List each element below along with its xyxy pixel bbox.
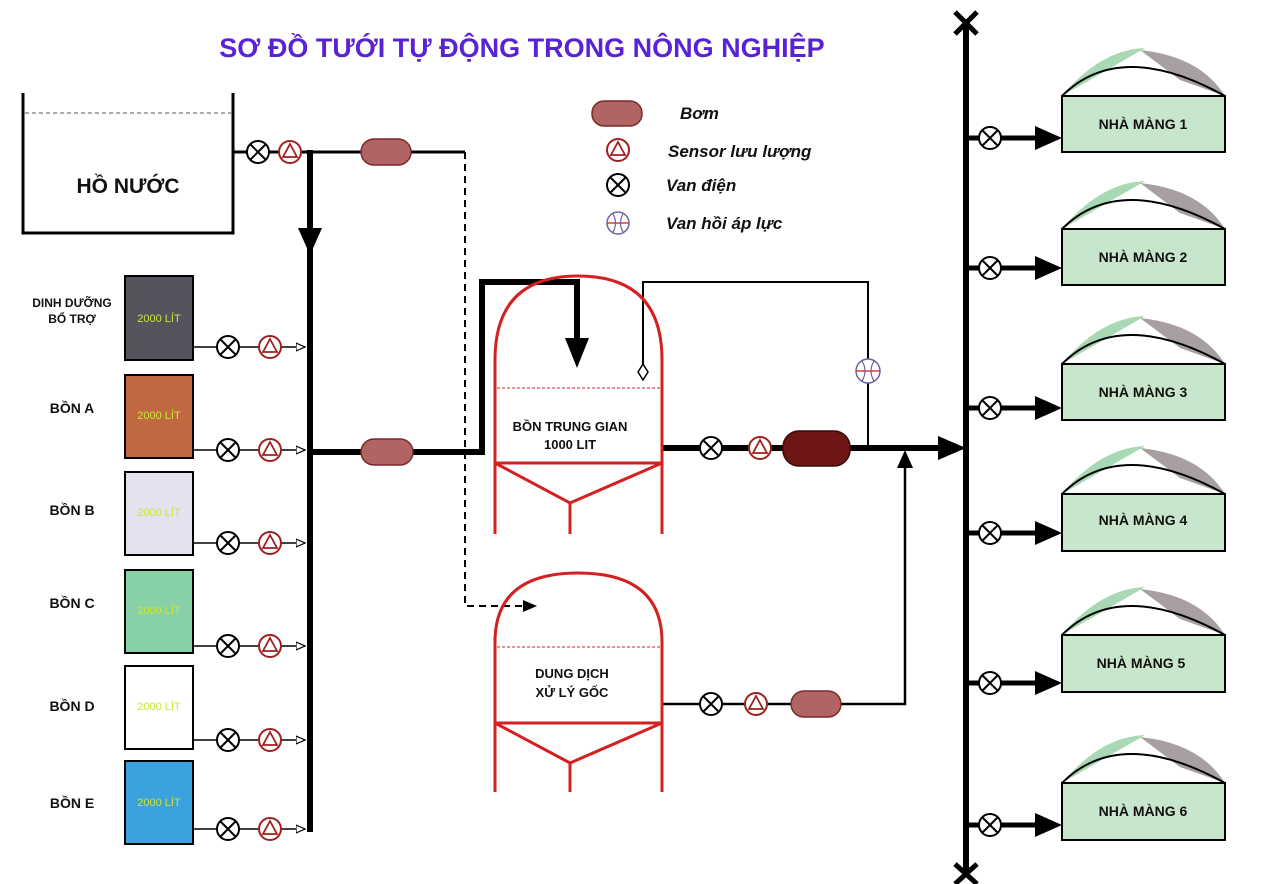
solenoid-valve-icon (978, 126, 1002, 150)
mixing-tank: BỒN TRUNG GIAN 1000 LIT (493, 274, 664, 534)
greenhouse-label: NHÀ MÀNG 1 (1099, 116, 1188, 132)
nutrient-tank: 2000 LÍT BỒN D (49, 665, 194, 750)
greenhouse-label: NHÀ MÀNG 4 (1099, 512, 1188, 528)
greenhouse: NHÀ MÀNG 4 (966, 446, 1226, 552)
solenoid-valve-icon (216, 817, 240, 841)
greenhouse: NHÀ MÀNG 1 (966, 48, 1226, 153)
tank-capacity: 2000 LÍT (137, 796, 181, 809)
solenoid-valve-icon (978, 396, 1002, 420)
greenhouse-label: NHÀ MÀNG 6 (1099, 803, 1188, 819)
greenhouse-label: NHÀ MÀNG 5 (1097, 655, 1186, 671)
tank-label: BỒN E (50, 794, 94, 811)
greenhouse: NHÀ MÀNG 3 (966, 316, 1226, 421)
flow-sensor-icon (258, 634, 282, 658)
mixing-tank-label: BỒN TRUNG GIAN (513, 419, 628, 434)
legend-flow-sensor-icon (606, 138, 630, 162)
pump-icon (782, 430, 851, 467)
level-sensor-icon (637, 362, 649, 382)
tank-label: BỒN D (49, 697, 94, 714)
legend-pump-label: Bơm (680, 104, 719, 123)
tank-capacity: 2000 LÍT (137, 604, 181, 617)
stock-tank-label: DUNG DỊCH (535, 666, 609, 681)
solenoid-valve-icon (246, 140, 270, 164)
greenhouse: NHÀ MÀNG 2 (966, 181, 1226, 286)
tank-label: BỒN A (50, 399, 95, 416)
tank-capacity: 2000 LÍT (137, 312, 181, 325)
flow-sensor-icon (278, 140, 302, 164)
greenhouse-label: NHÀ MÀNG 2 (1099, 249, 1188, 265)
tank-label: BỒN C (49, 594, 94, 611)
tank-label: BỒN B (49, 501, 94, 518)
tank-capacity: 2000 LÍT (137, 506, 181, 519)
solenoid-valve-icon (216, 438, 240, 462)
stock-tank: DUNG DỊCH XỬ LÝ GỐC (493, 571, 664, 792)
flow-sensor-icon (258, 531, 282, 555)
legend-pressure-relief-valve-icon (606, 211, 630, 235)
page-title: SƠ ĐỒ TƯỚI TỰ ĐỘNG TRONG NÔNG NGHIỆP (219, 32, 824, 63)
pressure-relief-valve-icon (855, 358, 881, 384)
solenoid-valve-icon (216, 634, 240, 658)
nutrient-tank: 2000 LÍT BỒN E (50, 760, 194, 845)
flow-sensor-icon (748, 436, 772, 460)
pump-icon (360, 438, 414, 466)
greenhouse: NHÀ MÀNG 5 (966, 587, 1226, 695)
solenoid-valve-icon (216, 728, 240, 752)
solenoid-valve-icon (216, 531, 240, 555)
nutrient-tank: 2000 LÍT DINH DƯỠNG BỔ TRỢ (32, 275, 194, 361)
solenoid-valve-icon (978, 521, 1002, 545)
nutrient-tank: 2000 LÍT BỒN A (50, 374, 194, 459)
tank-label-line2: BỔ TRỢ (48, 311, 96, 326)
supply-pipes (233, 10, 979, 884)
nutrient-tanks: 2000 LÍT DINH DƯỠNG BỔ TRỢ 2000 LÍT BỒN … (32, 275, 194, 845)
nutrient-tank: 2000 LÍT BỒN C (49, 569, 194, 654)
greenhouses: NHÀ MÀNG 1 NHÀ MÀNG 2 NHÀ MÀNG 3 (966, 48, 1226, 841)
solenoid-valve-icon (216, 335, 240, 359)
pump-icon (360, 138, 412, 166)
legend-pressure-relief-valve-label: Van hồi áp lực (666, 214, 783, 233)
flow-sensor-icon (258, 728, 282, 752)
pump-icon (790, 690, 842, 718)
tank-label: DINH DƯỠNG (32, 295, 112, 310)
legend-solenoid-valve-icon (606, 173, 630, 197)
flow-sensor-icon (744, 692, 768, 716)
tank-capacity: 2000 LÍT (137, 700, 181, 713)
greenhouse: NHÀ MÀNG 6 (966, 735, 1226, 841)
greenhouse-label: NHÀ MÀNG 3 (1099, 384, 1188, 400)
solenoid-valve-icon (978, 671, 1002, 695)
dosing-lines (193, 347, 305, 829)
legend: Bơm Sensor lưu lượng Van điện Van hồi áp… (591, 100, 812, 235)
dosing-devices (216, 335, 282, 841)
water-source-label: HỒ NƯỚC (76, 174, 179, 198)
legend-solenoid-valve-label: Van điện (666, 176, 736, 195)
legend-flow-sensor-label: Sensor lưu lượng (668, 142, 812, 161)
solenoid-valve-icon (699, 436, 723, 460)
water-source: HỒ NƯỚC (21, 93, 235, 235)
legend-pump-icon (591, 100, 643, 127)
stock-tank-label-line2: XỬ LÝ GỐC (536, 685, 610, 700)
solenoid-valve-icon (699, 692, 723, 716)
solenoid-valve-icon (978, 813, 1002, 837)
flow-sensor-icon (258, 335, 282, 359)
nutrient-tank: 2000 LÍT BỒN B (49, 471, 194, 556)
solenoid-valve-icon (978, 256, 1002, 280)
flow-sensor-icon (258, 438, 282, 462)
tank-capacity: 2000 LÍT (137, 409, 181, 422)
mixing-tank-capacity: 1000 LIT (544, 437, 596, 452)
flow-sensor-icon (258, 817, 282, 841)
